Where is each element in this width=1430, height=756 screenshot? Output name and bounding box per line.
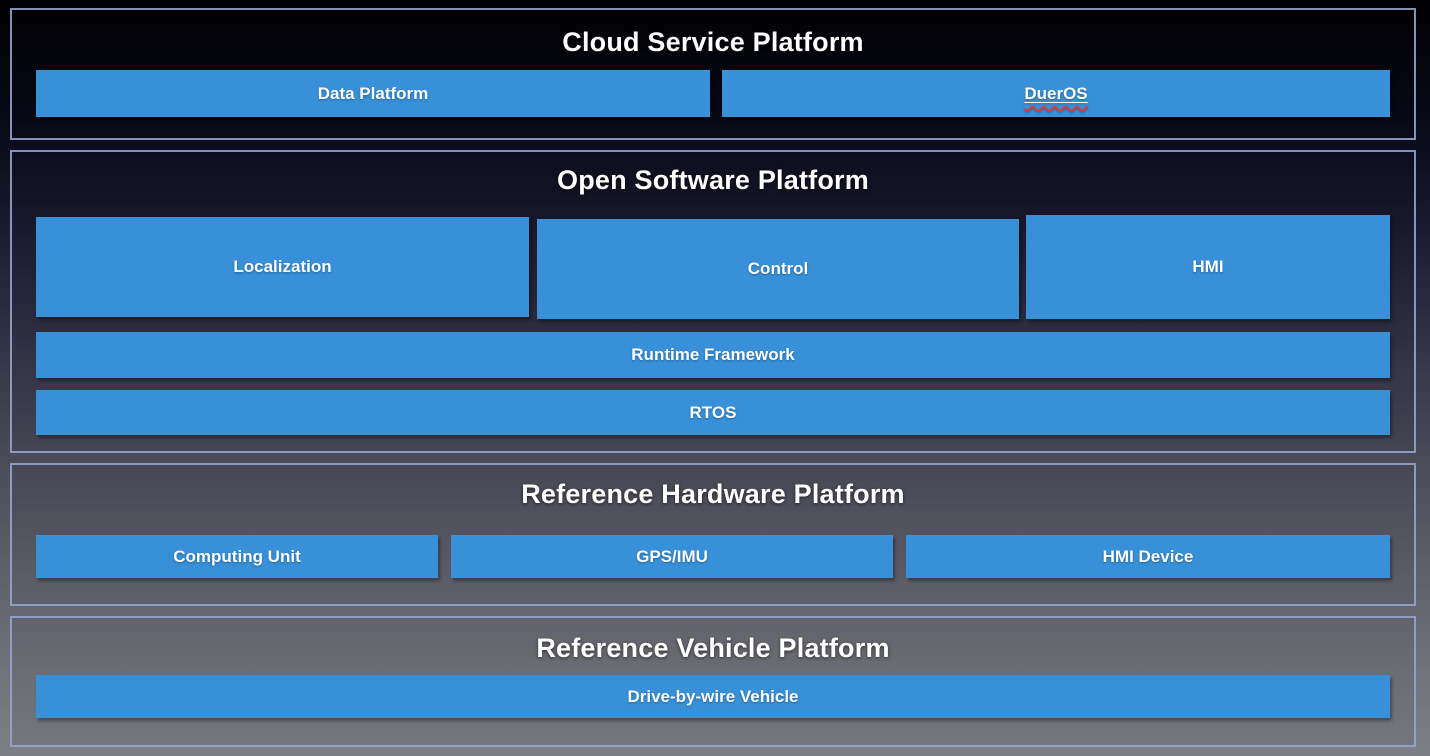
section-title-open-software-platform: Open Software Platform (557, 165, 869, 195)
box-label-computing-unit: Computing Unit (173, 546, 301, 566)
section-title-cloud-service-platform: Cloud Service Platform (562, 27, 864, 57)
spellcheck-squiggle: DuerOS (1024, 84, 1087, 104)
box-localization: Localization (36, 217, 529, 317)
box-computing-unit: Computing Unit (36, 535, 438, 578)
box-label-rtos: RTOS (689, 402, 737, 422)
box-label-control: Control (747, 259, 809, 278)
box-runtime-framework: Runtime Framework (36, 332, 1390, 378)
section-title-reference-hardware-platform: Reference Hardware Platform (521, 479, 905, 509)
section-title-reference-vehicle-platform: Reference Vehicle Platform (536, 633, 890, 663)
box-label-data-platform: Data Platform (317, 83, 429, 103)
box-label-hmi: HMI (1192, 257, 1224, 276)
box-hmi-device: HMI Device (906, 535, 1390, 578)
box-label-dueros: DuerOS (1024, 83, 1088, 103)
box-dueros: DuerOS (722, 70, 1390, 117)
box-gps-imu: GPS/IMU (451, 535, 893, 578)
box-label-runtime-framework: Runtime Framework (631, 345, 795, 364)
box-drive-by-wire-vehicle: Drive-by-wire Vehicle (36, 675, 1390, 718)
box-hmi: HMI (1026, 215, 1390, 319)
section-reference-hardware-platform: Reference Hardware Platform (10, 463, 1416, 606)
box-data-platform: Data Platform (36, 70, 710, 117)
box-label-drive-by-wire-vehicle: Drive-by-wire Vehicle (627, 686, 799, 706)
box-control: Control (537, 219, 1019, 319)
box-rtos: RTOS (36, 390, 1390, 435)
box-label-gps-imu: GPS/IMU (636, 546, 708, 566)
box-label-localization: Localization (233, 257, 332, 276)
box-label-hmi-device: HMI Device (1102, 546, 1194, 566)
